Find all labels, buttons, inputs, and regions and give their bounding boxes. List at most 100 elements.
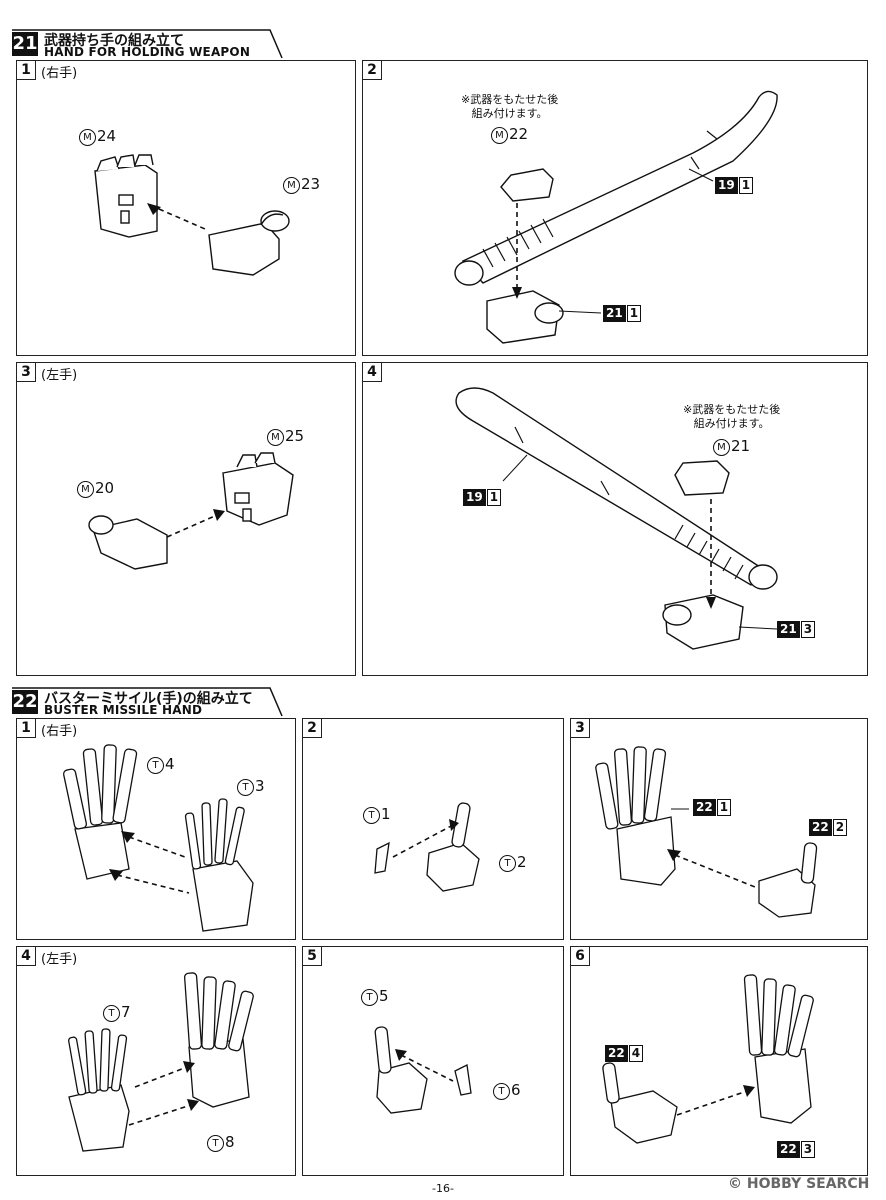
step-number: 4 — [363, 363, 382, 382]
part-number: 21 — [731, 437, 751, 455]
circle-marker: T — [499, 855, 516, 872]
hand-fingers-illustration — [68, 972, 254, 1152]
page-number: -16- — [432, 1182, 454, 1195]
ref-step: 1 — [716, 799, 732, 816]
section-number: 21 — [12, 32, 38, 56]
part-number: 1 — [381, 805, 391, 823]
step-number: 1 — [17, 719, 36, 738]
ref-section: 21 — [603, 305, 626, 322]
ref-section: 22 — [605, 1045, 628, 1062]
part-number: 25 — [285, 427, 305, 445]
step-number: 3 — [17, 363, 36, 382]
part-number: 6 — [511, 1081, 521, 1099]
ref-section: 21 — [777, 621, 800, 638]
hand-assembly-illustration — [595, 746, 818, 918]
part-number: 22 — [509, 125, 529, 143]
section-title-jp: バスターミサイル(手)の組み立て — [44, 691, 253, 707]
part-number: 24 — [97, 127, 117, 145]
circle-marker: T — [103, 1005, 120, 1022]
hand-frame-illustration — [94, 154, 290, 276]
section-title-en: BUSTER MISSILE HAND — [44, 703, 203, 717]
section-title-en: HAND FOR HOLDING WEAPON — [44, 45, 251, 59]
thumb-illustration — [374, 802, 480, 892]
bat-and-hand-illustration — [455, 387, 778, 650]
part-number: 2 — [517, 853, 527, 871]
bat-and-hand-illustration — [454, 90, 778, 344]
circle-marker: M — [267, 429, 284, 446]
part-number: 4 — [165, 755, 175, 773]
ref-step: 3 — [800, 1141, 816, 1158]
circle-marker: M — [283, 177, 300, 194]
ref-step: 2 — [832, 819, 848, 836]
circle-marker: T — [237, 779, 254, 796]
part-number: 3 — [255, 777, 265, 795]
ref-section: 19 — [463, 489, 486, 506]
assembly-note: ※武器をもたせた後 組み付けます。 — [683, 403, 781, 430]
section-number: 22 — [12, 690, 38, 714]
circle-marker: T — [361, 989, 378, 1006]
ref-step: 1 — [486, 489, 502, 506]
part-number: 7 — [121, 1003, 131, 1021]
step-note: (右手) — [41, 724, 78, 739]
ref-step: 1 — [738, 177, 754, 194]
step-number: 1 — [17, 61, 36, 80]
circle-marker: T — [493, 1083, 510, 1100]
ref-section: 22 — [809, 819, 832, 836]
step-note: (左手) — [41, 952, 78, 967]
step-number: 2 — [363, 61, 382, 80]
ref-section: 19 — [715, 177, 738, 194]
circle-marker: M — [713, 439, 730, 456]
assembly-note: ※武器をもたせた後 組み付けます。 — [461, 93, 559, 120]
circle-marker: T — [363, 807, 380, 824]
circle-marker: T — [147, 757, 164, 774]
ref-section: 22 — [693, 799, 716, 816]
ref-step: 4 — [628, 1045, 644, 1062]
step-number: 2 — [303, 719, 322, 738]
part-number: 23 — [301, 175, 321, 193]
part-number: 8 — [225, 1133, 235, 1151]
hand-frame-illustration — [88, 452, 294, 570]
circle-marker: M — [79, 129, 96, 146]
ref-step: 1 — [626, 305, 642, 322]
watermark: © HOBBY SEARCH — [728, 1176, 870, 1192]
hand-fingers-illustration — [62, 744, 254, 932]
circle-marker: M — [77, 481, 94, 498]
part-number: 20 — [95, 479, 115, 497]
step-number: 5 — [303, 947, 322, 966]
circle-marker: T — [207, 1135, 224, 1152]
section-title-jp: 武器持ち手の組み立て — [44, 33, 184, 49]
circle-marker: M — [491, 127, 508, 144]
ref-section: 22 — [777, 1141, 800, 1158]
